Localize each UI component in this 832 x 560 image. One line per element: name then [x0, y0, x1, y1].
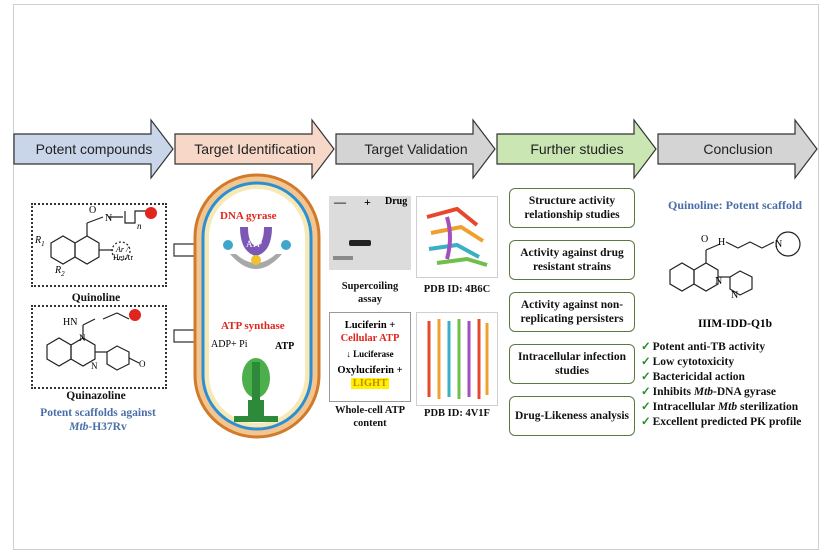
bullet-item: ✓Low cytotoxicity: [641, 356, 735, 368]
study-drug-resistant: Activity against drug resistant strains: [509, 240, 635, 280]
atp-label: ATP: [275, 341, 295, 352]
check-icon: ✓: [641, 401, 651, 413]
quinazoline-atom-n2: N: [91, 361, 98, 371]
quinoline-atom-ar: Ar /: [116, 245, 129, 254]
gel-lane-drug: Drug: [385, 196, 408, 207]
quinazoline-atom-o: O: [139, 359, 146, 369]
pdb-4b6c-label: PDB ID: 4B6C: [423, 284, 491, 295]
iiim-idd-q1b-structure: [669, 231, 801, 296]
bacterial-cell: [193, 173, 321, 439]
gel-lane-plus: +: [364, 195, 371, 209]
study-intracellular: Intracellular infection studies: [509, 344, 635, 384]
bullet-item: ✓Inhibits Mtb-DNA gyrase: [641, 386, 776, 398]
stage-label-potent-compounds: Potent compounds: [35, 141, 153, 157]
luciferase-assay-box: Luciferin + Cellular ATP ↓ Luciferase Ox…: [329, 312, 411, 402]
gyrase-atp-label: ATP: [246, 239, 263, 249]
quinoline-structure-box: O N Ar / HetAr R1 R2 n: [31, 203, 167, 287]
quinazoline-structure-box: HN N N O: [31, 305, 167, 389]
quinoline-structure: [50, 207, 157, 265]
stage-arrow-further-studies: [496, 118, 657, 180]
quinoline-atom-hetar: HetAr: [113, 253, 133, 262]
conclusion-atom-o: O: [701, 234, 709, 245]
quinoline-atom-n: N: [105, 213, 113, 224]
supercoiling-gel-image: [329, 196, 411, 270]
bullet-item: ✓Excellent predicted PK profile: [641, 416, 802, 428]
atp-synthase-label: ATP synthase: [221, 320, 285, 332]
quinazoline-atom-n1: N: [79, 333, 86, 343]
cellular-atp-label: Cellular ATP: [340, 333, 400, 344]
quinazoline-label: Quinazoline: [66, 390, 126, 402]
dna-gyrase-label: DNA gyrase: [220, 210, 277, 222]
check-icon: ✓: [641, 341, 651, 353]
quinoline-atom-n-index: n: [137, 221, 142, 231]
scaffold-caption: Potent scaffolds against Mtb-H37Rv: [40, 407, 156, 433]
stage-arrow-potent-compounds: [13, 118, 174, 180]
stage-arrow-target-identification: [174, 118, 335, 180]
conclusion-atom-n-azepane: N: [775, 239, 783, 250]
bullet-item: ✓Potent anti-TB activity: [641, 341, 766, 353]
pdb-4v1f-label: PDB ID: 4V1F: [424, 408, 490, 419]
adp-pi-label: ADP+ Pi: [211, 339, 248, 350]
compound-name: IIIM-IDD-Q1b: [697, 318, 773, 330]
stage-label-target-validation: Target Validation: [364, 141, 468, 157]
luciferase-label: ↓ Luciferase: [346, 349, 394, 359]
check-icon: ✓: [641, 371, 651, 383]
stage-label-conclusion: Conclusion: [703, 141, 773, 157]
pdb-4v1f-structure-image: [416, 312, 498, 406]
quinoline-atom-o: O: [89, 205, 97, 216]
oxyluciferin-label: Oxyluciferin +: [337, 365, 403, 376]
pdb-4b6c-structure-image: [416, 196, 498, 278]
quinoline-atom-r2: R2: [55, 265, 65, 278]
conclusion-heading: Quinoline: Potent scaffold: [668, 198, 802, 212]
quinazoline-atom-hn: HN: [63, 317, 78, 328]
check-icon: ✓: [641, 386, 651, 398]
light-label: LIGHT: [350, 378, 390, 389]
conclusion-atom-n-pyridine: N: [731, 290, 739, 301]
check-icon: ✓: [641, 416, 651, 428]
check-icon: ✓: [641, 356, 651, 368]
bullet-item: ✓Bactericidal action: [641, 371, 745, 383]
stage-label-further-studies: Further studies: [530, 141, 624, 157]
conclusion-atom-n-quinoline: N: [715, 276, 723, 287]
bullet-item: ✓Intracellular Mtb sterilization: [641, 401, 799, 413]
luciferin-label: Luciferin +: [344, 320, 396, 331]
quinazoline-structure: [46, 309, 141, 371]
study-drug-likeness: Drug-Likeness analysis: [509, 396, 635, 436]
quinoline-label: Quinoline: [71, 292, 121, 304]
study-persisters: Activity against non-replicating persist…: [509, 292, 635, 332]
quinoline-atom-r1: R1: [35, 235, 45, 248]
study-sar: Structure activity relationship studies: [509, 188, 635, 228]
stage-arrow-conclusion: [657, 118, 818, 180]
gel-lane-minus: —: [334, 195, 346, 209]
conclusion-bullets: ✓Potent anti-TB activity ✓Low cytotoxici…: [641, 340, 801, 430]
stage-label-target-identification: Target Identification: [194, 141, 316, 157]
stage-arrow-target-validation: [335, 118, 496, 180]
conclusion-atom-h: H: [718, 237, 726, 248]
